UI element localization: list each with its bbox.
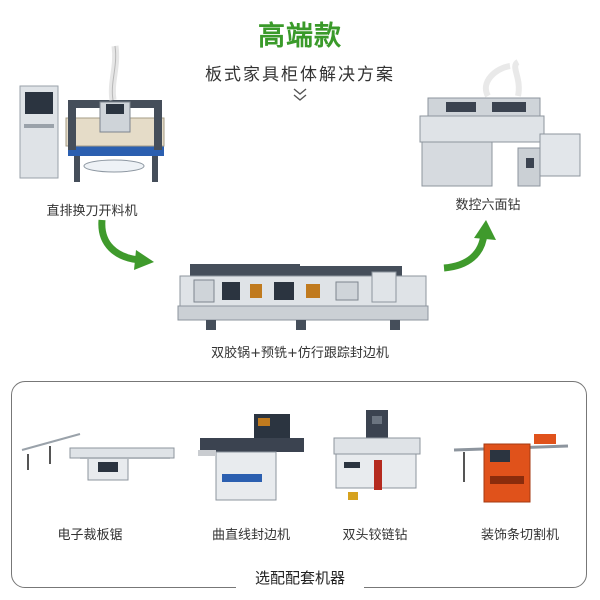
cnc-router-icon: [19, 45, 165, 182]
machine-label-edge-bander: 双胶锅+预铣+仿行跟踪封边机: [211, 346, 389, 361]
hinge-drill-icon: [333, 410, 421, 500]
panel-saw-icon: [21, 433, 175, 481]
accessory-label-trim-cutter: 装饰条切割机: [480, 528, 559, 543]
machine-label-six-side-drill: 数控六面钻: [455, 198, 521, 213]
accessory-label-hinge-drill: 双头铰链钻: [342, 528, 408, 543]
page-title: 高端款: [258, 21, 342, 52]
page-subtitle: 板式家具柜体解决方案: [205, 65, 395, 85]
six-side-drill-icon: [419, 59, 581, 187]
trim-cutter-icon: [453, 434, 569, 503]
machine-label-cnc-router: 直排换刀开料机: [46, 204, 138, 219]
chevron-down-icon: [293, 88, 307, 101]
accessory-label-curve-edge-bander: 曲直线封边机: [211, 528, 290, 543]
accessories-title: 选配配套机器: [236, 566, 364, 590]
curve-edge-bander-icon: [198, 414, 304, 501]
curved-arrow-right-icon: [98, 219, 154, 270]
edge-bander-icon: [177, 264, 429, 330]
curved-arrow-up-icon: [443, 220, 496, 272]
accessory-label-panel-saw: 电子裁板锯: [57, 528, 123, 543]
